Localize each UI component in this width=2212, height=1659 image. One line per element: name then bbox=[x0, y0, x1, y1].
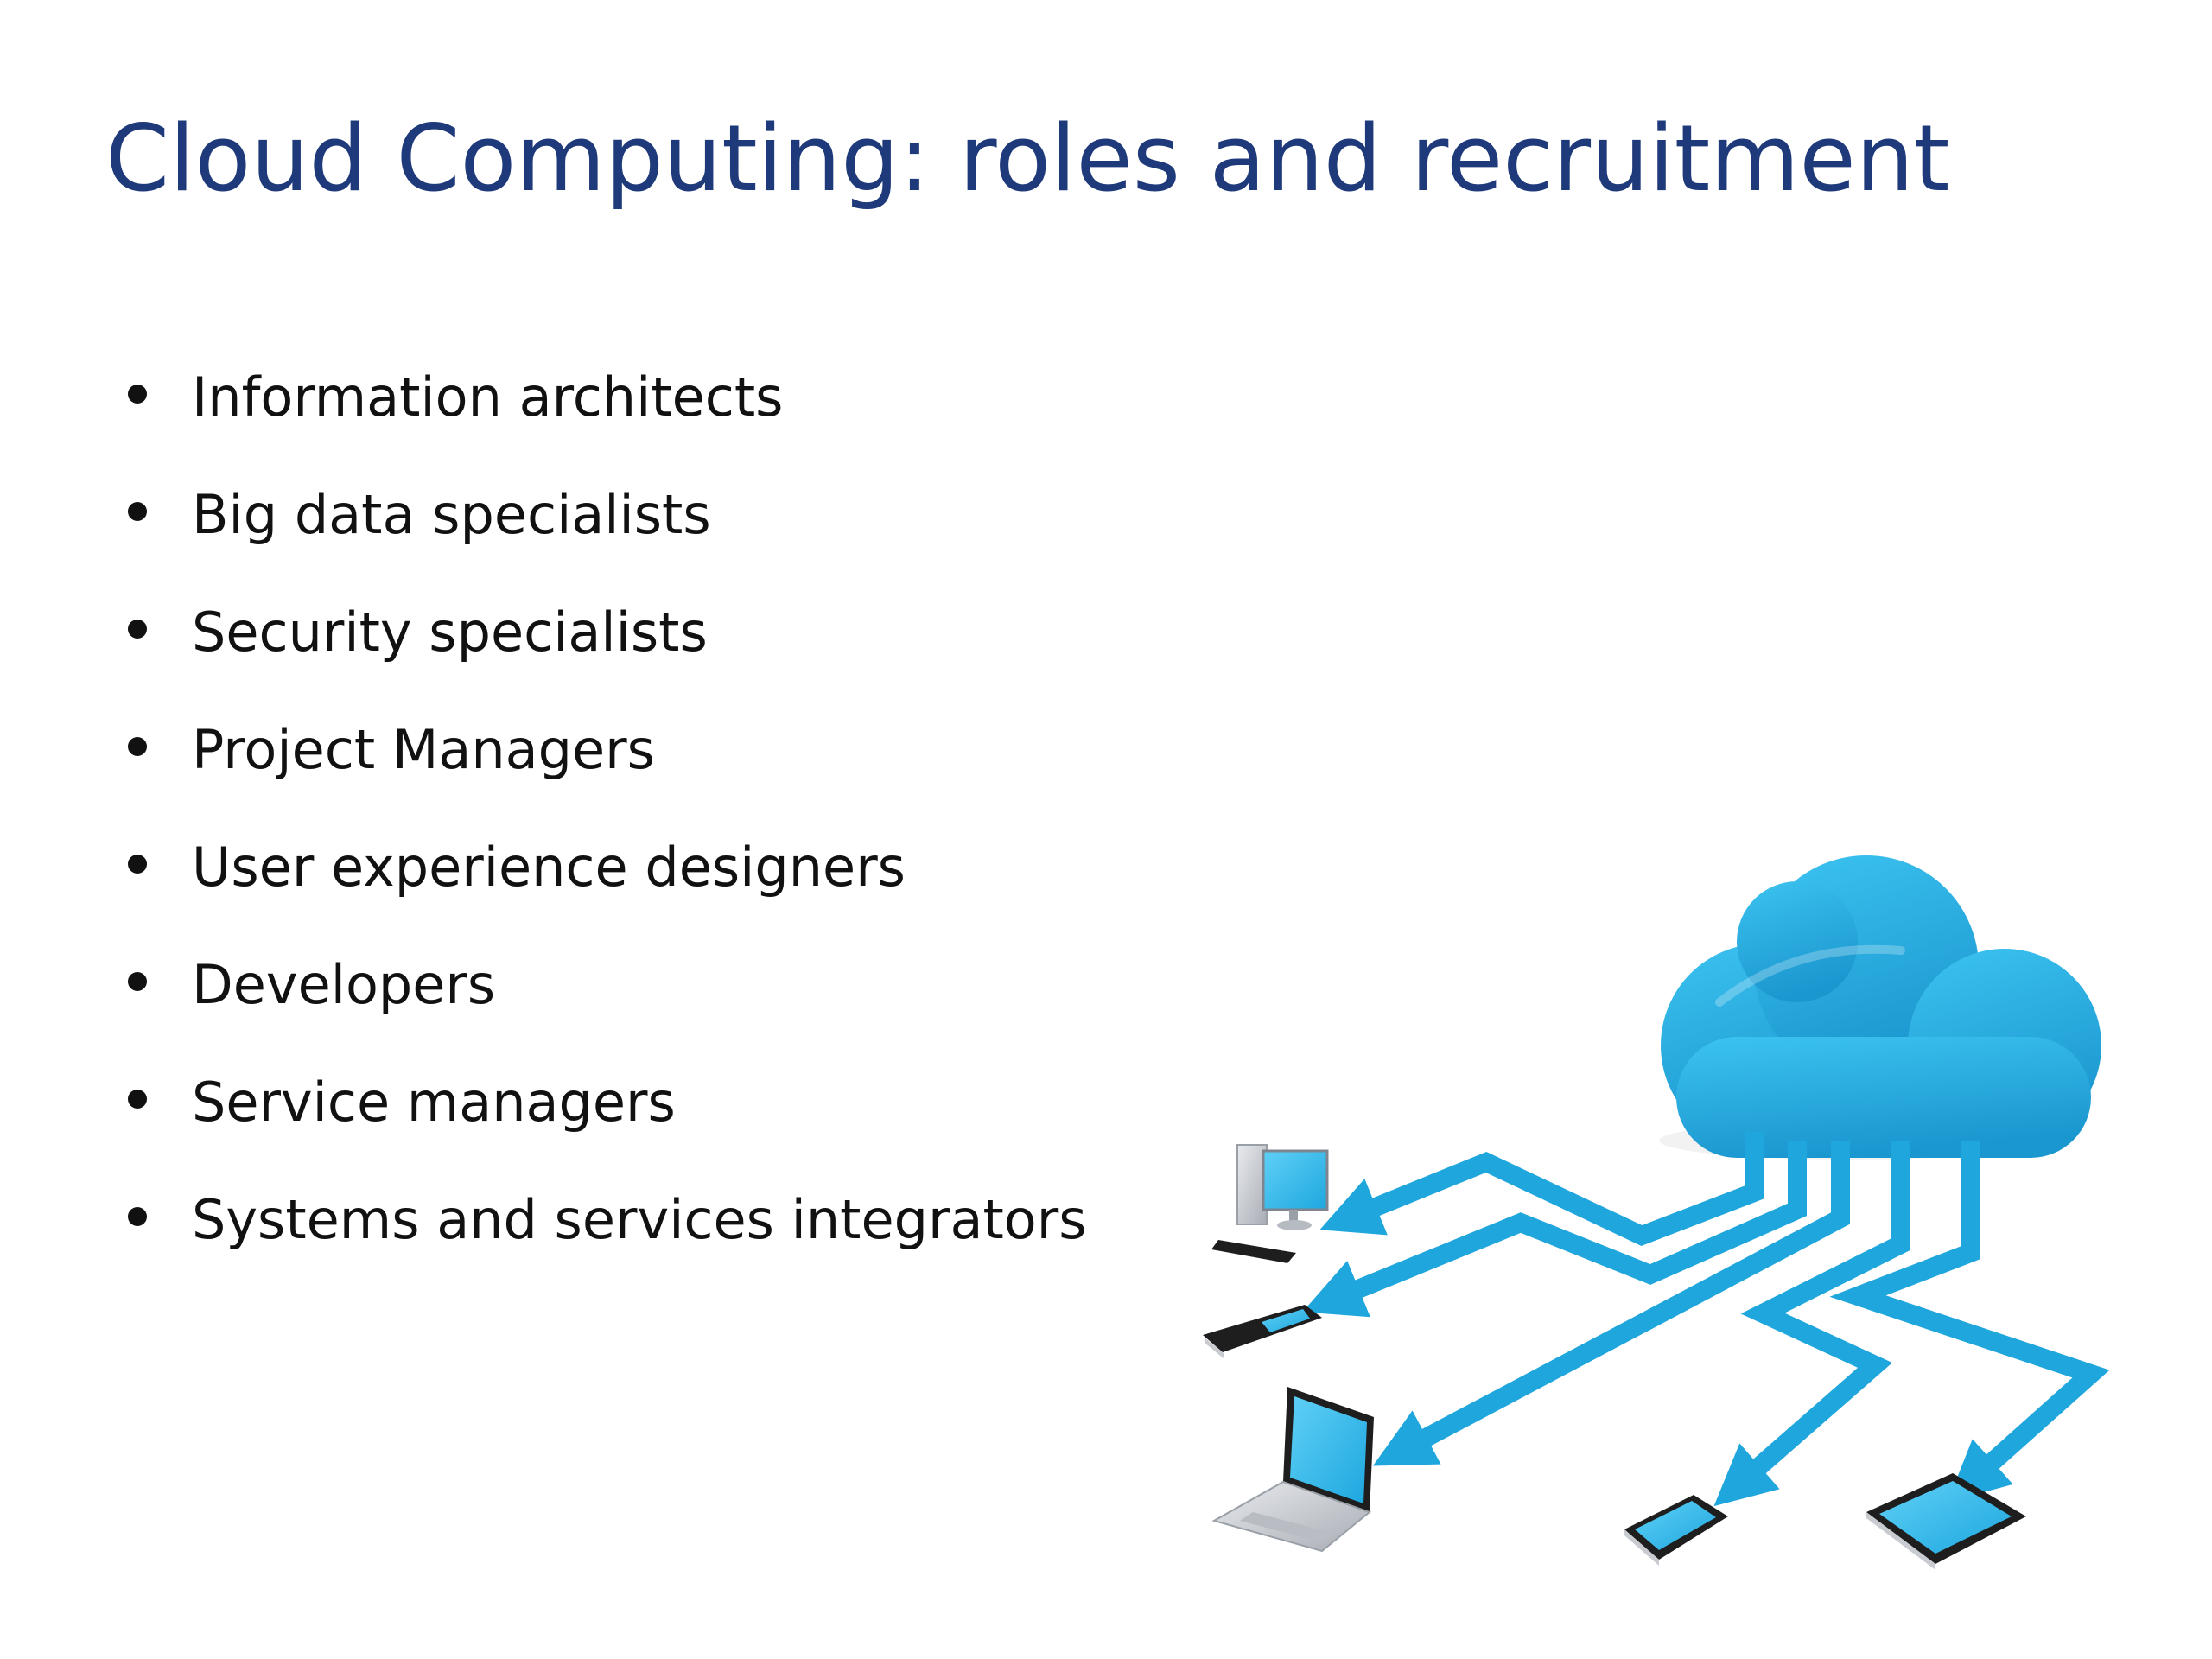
cloud-network-illustration bbox=[1203, 855, 2110, 1570]
bullet-icon bbox=[128, 737, 147, 756]
list-item: Developers bbox=[128, 926, 1087, 1044]
bullet-text: Big data specialists bbox=[192, 483, 711, 546]
bullet-text: Developers bbox=[192, 953, 496, 1016]
list-item: Project Managers bbox=[128, 691, 1087, 809]
bullet-text: Service managers bbox=[192, 1071, 676, 1134]
list-item: Security specialists bbox=[128, 574, 1087, 691]
bullet-icon bbox=[128, 502, 147, 521]
smartphone-icon bbox=[1624, 1495, 1728, 1566]
laptop-icon bbox=[1211, 1387, 1374, 1553]
list-item: Information architects bbox=[128, 339, 1087, 456]
bullet-text: Systems and services integrators bbox=[192, 1188, 1087, 1251]
slide-title: Cloud Computing: roles and recruitment bbox=[105, 105, 1950, 212]
list-item: User experience designers bbox=[128, 809, 1087, 926]
arrow-tablet bbox=[1829, 1141, 2110, 1503]
bullet-text: Information architects bbox=[192, 365, 784, 429]
bullet-list: Information architects Big data speciali… bbox=[128, 339, 1087, 1279]
bullet-icon bbox=[128, 855, 147, 874]
bullet-icon bbox=[128, 1090, 147, 1109]
tablet-icon bbox=[1866, 1473, 2026, 1570]
list-item: Service managers bbox=[128, 1044, 1087, 1161]
arrow-smartphone bbox=[1713, 1141, 1910, 1507]
arrow-laptop bbox=[1372, 1141, 1850, 1466]
bullet-icon bbox=[128, 972, 147, 991]
bullet-icon bbox=[128, 620, 147, 639]
arrow-phone-left bbox=[1302, 1141, 1807, 1318]
bullet-icon bbox=[128, 385, 147, 404]
mobile-phone-icon bbox=[1203, 1305, 1322, 1358]
list-item: Big data specialists bbox=[128, 456, 1087, 574]
cloud-icon bbox=[1661, 855, 2101, 1158]
connection-arrows bbox=[1302, 1132, 2110, 1507]
desktop-computer-icon bbox=[1211, 1144, 1329, 1263]
list-item: Systems and services integrators bbox=[128, 1161, 1087, 1279]
bullet-text: User experience designers bbox=[192, 836, 906, 899]
bullet-icon bbox=[128, 1207, 147, 1226]
bullet-text: Security specialists bbox=[192, 601, 708, 664]
bullet-text: Project Managers bbox=[192, 718, 655, 781]
arrow-desktop bbox=[1319, 1132, 1764, 1246]
